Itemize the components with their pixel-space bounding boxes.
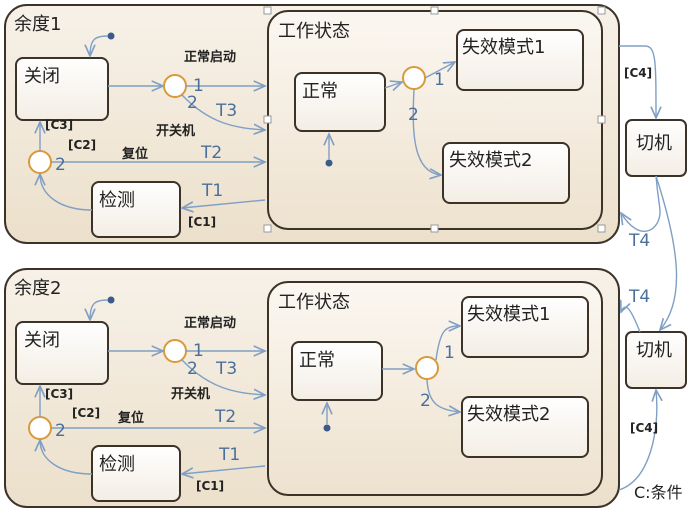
label-c2-1: [C2] — [68, 138, 96, 152]
label-normal-start-1: 正常启动 — [184, 49, 236, 65]
junction-fail-2 — [415, 356, 439, 380]
state-fail1-1[interactable] — [456, 29, 584, 91]
state-fail2-2[interactable] — [461, 396, 589, 458]
junction-start-1 — [163, 74, 187, 98]
selection-handles — [263, 6, 606, 233]
label-c3-2: [C3] — [45, 387, 73, 401]
state-switch-bottom-label: 切机 — [636, 340, 672, 361]
state-fail2-1[interactable] — [442, 142, 570, 204]
label-reset-2: 复位 — [117, 410, 144, 426]
work-state-2-title: 工作状态 — [278, 292, 350, 313]
state-off-1[interactable] — [15, 57, 109, 121]
state-fail1-2[interactable] — [461, 296, 589, 358]
default-dot-off-2 — [107, 296, 115, 304]
redundancy-1-title: 余度1 — [14, 14, 61, 35]
state-detect-1-label: 检测 — [99, 190, 135, 211]
state-fail2-2-label: 失效模式2 — [467, 404, 550, 425]
label-switch-machine-1: 开关机 — [156, 123, 195, 139]
state-off-2-label: 关闭 — [24, 330, 60, 351]
label-t4-b: T4 — [628, 287, 650, 307]
label-switch-machine-2: 开关机 — [171, 386, 210, 402]
label-t4-a: T4 — [628, 231, 650, 251]
state-normal-2[interactable] — [291, 341, 383, 401]
state-off-2[interactable] — [15, 321, 109, 385]
label-c1-1: [C1] — [188, 215, 216, 229]
state-normal-1[interactable] — [294, 72, 386, 132]
label-t3-2: T3 — [215, 359, 237, 379]
label-c2-2: [C2] — [72, 406, 100, 420]
state-fail1-1-label: 失效模式1 — [462, 37, 545, 58]
label-t1-1: T1 — [201, 181, 223, 201]
label-fail-junction-1-out1: 1 — [434, 70, 445, 90]
label-fail-junction-2-out2: 2 — [420, 391, 431, 411]
label-c4-bottom: [C4] — [630, 421, 658, 435]
label-c1-2: [C1] — [196, 479, 224, 493]
label-reset-junction-2: 2 — [55, 421, 66, 441]
state-normal-2-label: 正常 — [299, 350, 335, 371]
state-switch-bottom[interactable] — [625, 331, 687, 389]
label-reset-1: 复位 — [121, 146, 148, 162]
redundancy-1-block: 余度1 工作状态 关闭 检测 正常 失效模式1 失效模式2 — [4, 4, 620, 244]
label-junction-1-out2: 2 — [187, 93, 198, 113]
junction-reset-1 — [28, 150, 52, 174]
work-state-1-title: 工作状态 — [278, 21, 350, 42]
state-off-1-label: 关闭 — [24, 66, 60, 87]
label-normal-start-2: 正常启动 — [184, 315, 236, 331]
state-detect-2-label: 检测 — [99, 454, 135, 475]
redundancy-2-block: 余度2 工作状态 关闭 检测 正常 失效模式1 失效模式2 正常启动 1 2 — [4, 268, 620, 508]
label-junction-1-out1: 1 — [193, 76, 204, 96]
label-junction-2-out2: 2 — [187, 359, 198, 379]
label-t3-1: T3 — [215, 101, 237, 121]
label-t2-2: T2 — [214, 407, 236, 427]
redundancy-2-title: 余度2 — [14, 278, 61, 299]
state-switch-top-label: 切机 — [636, 133, 672, 154]
default-dot-normal-2 — [323, 424, 331, 432]
label-reset-junction-1: 2 — [55, 155, 66, 175]
label-c4-top: [C4] — [624, 66, 652, 80]
default-dot-normal-1 — [325, 159, 333, 167]
label-t1-2: T1 — [218, 445, 240, 465]
label-junction-2-out1: 1 — [193, 341, 204, 361]
default-dot-off-1 — [107, 32, 115, 40]
label-c3-1: [C3] — [45, 118, 73, 132]
label-t2-1: T2 — [200, 143, 222, 163]
state-fail2-1-label: 失效模式2 — [449, 150, 532, 171]
label-fail-junction-1-out2: 2 — [408, 105, 419, 125]
junction-fail-1 — [402, 66, 426, 90]
label-fail-junction-2-out1: 1 — [444, 343, 455, 363]
state-fail1-2-label: 失效模式1 — [467, 304, 550, 325]
state-normal-1-label: 正常 — [302, 81, 338, 102]
legend-condition: C:条件 — [634, 483, 683, 502]
junction-reset-2 — [28, 416, 52, 440]
junction-start-2 — [163, 339, 187, 363]
